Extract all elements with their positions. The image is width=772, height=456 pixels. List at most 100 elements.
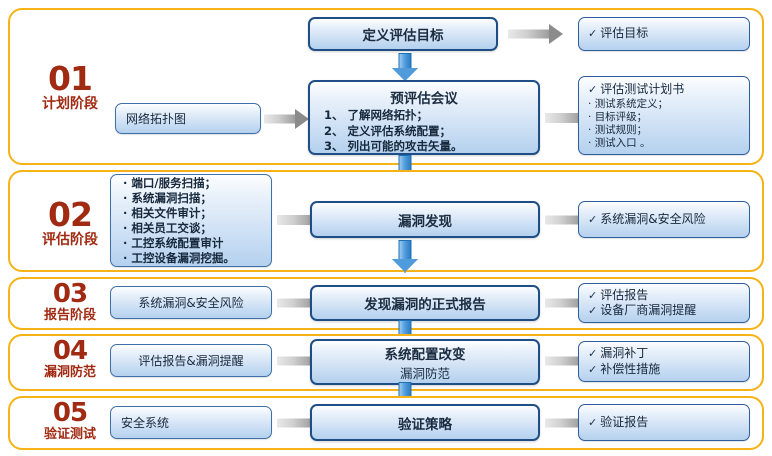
check-icon: ✓	[588, 415, 598, 429]
arrow-stem	[398, 320, 412, 335]
output-check-item: ✓补偿性措施	[588, 362, 660, 378]
process-box-define-goal[interactable]: 定义评估目标	[308, 17, 498, 51]
arrow-tail	[277, 298, 313, 308]
check-icon: ✓	[588, 27, 598, 41]
stage-label-01: 计划阶段	[42, 96, 98, 112]
process-subtitle: 漏洞防范	[399, 365, 450, 381]
process-title: 系统配置改变	[384, 346, 466, 363]
input-list-item: · 端口/服务扫描；	[123, 176, 216, 191]
output-sub-label: 目标评级；	[594, 110, 648, 123]
input-list-item: · 工控系统配置审计	[123, 236, 223, 251]
input-label: 网络拓扑图	[126, 112, 187, 126]
arrow-tail	[545, 113, 581, 123]
output-box-remediation[interactable]: ✓漏洞补丁 ✓补偿性措施	[578, 341, 750, 382]
bullet-icon: ·	[123, 175, 128, 190]
output-check-label: 漏洞补丁	[600, 346, 649, 360]
input-list-item: · 工控设备漏洞挖掘。	[123, 251, 235, 266]
process-box-config-change[interactable]: 系统配置改变 漏洞防范	[310, 339, 540, 385]
input-box-report-and-alert[interactable]: 评估报告&漏洞提醒	[110, 344, 272, 377]
output-box-validation-report[interactable]: ✓验证报告	[578, 404, 750, 441]
bullet-icon: ·	[123, 220, 128, 235]
process-box-pre-assessment-meeting[interactable]: 预评估会议 1、 了解网络拓扑； 2、 定义评估系统配置； 3、 列出可能的攻击…	[308, 80, 540, 155]
output-check-label: 验证报告	[600, 414, 649, 429]
check-icon: ✓	[588, 347, 598, 360]
output-check-item: ✓设备厂商漏洞提醒	[588, 303, 696, 319]
check-icon: ✓	[588, 212, 598, 226]
process-step: 1、 了解网络拓扑；	[324, 108, 429, 122]
input-box-secure-system[interactable]: 安全系统	[110, 406, 272, 439]
process-box-validation-strategy[interactable]: 验证策略	[310, 404, 540, 441]
process-step: 3、 列出可能的攻击矢量。	[324, 139, 463, 153]
output-box-reports[interactable]: ✓评估报告 ✓设备厂商漏洞提醒	[578, 283, 750, 323]
check-icon: ✓	[588, 362, 598, 376]
output-box-assessment-goal[interactable]: ✓评估目标	[578, 17, 750, 51]
bullet-icon: ·	[123, 205, 128, 220]
bullet-icon: ·	[123, 190, 128, 205]
output-sub-item: · 目标评级；	[588, 111, 647, 124]
process-title: 定义评估目标	[362, 28, 444, 44]
input-box-vuln-risk-report[interactable]: 系统漏洞&安全风险	[110, 286, 272, 319]
stage-number-01: 01	[48, 59, 93, 98]
arrow-tip	[392, 68, 418, 81]
process-step-list: 1、 了解网络拓扑； 2、 定义评估系统配置； 3、 列出可能的攻击矢量。	[324, 108, 463, 155]
process-title: 预评估会议	[390, 91, 458, 107]
arrow-right-define-goal	[508, 24, 563, 44]
input-list-label: 工控系统配置审计	[131, 235, 224, 250]
arrow-stem	[398, 382, 412, 397]
bullet-icon: ·	[588, 97, 592, 110]
output-sub-label: 测试入口 。	[594, 136, 651, 149]
stage-label-04: 漏洞防范	[43, 365, 96, 380]
arrow-tail	[545, 215, 581, 225]
stage-number-02: 02	[48, 195, 93, 234]
output-check-item: ✓系统漏洞&安全风险	[588, 212, 706, 228]
stage-label-05: 验证测试	[43, 427, 96, 442]
process-box-vulnerability-discovery[interactable]: 漏洞发现	[310, 201, 540, 238]
input-box-assessment-activities[interactable]: · 端口/服务扫描； · 系统漏洞扫描； · 相关文件审计； · 相关员工交谈；…	[110, 174, 272, 267]
output-check-item: ✓漏洞补丁	[588, 346, 648, 362]
input-list-label: 相关文件审计；	[131, 205, 212, 220]
output-check-item: ✓评估报告	[588, 288, 648, 304]
arrow-tip	[392, 259, 418, 272]
input-list-item: · 相关员工交谈；	[123, 221, 212, 236]
check-icon: ✓	[588, 83, 598, 96]
input-label: 系统漏洞&安全风险	[138, 296, 244, 310]
process-box-formal-report[interactable]: 发现漏洞的正式报告	[310, 285, 540, 321]
stage-id-03: 03 报告阶段	[20, 281, 120, 322]
arrow-right-topology-to-meeting	[264, 109, 309, 129]
arrow-stem	[398, 240, 412, 259]
output-check-item: ✓验证报告	[588, 415, 648, 431]
output-check-label: 系统漏洞&安全风险	[600, 211, 706, 226]
output-check-label: 设备厂商漏洞提醒	[600, 303, 697, 317]
arrow-tail	[545, 418, 581, 428]
arrow-head	[295, 109, 309, 129]
stage-id-01: 01 计划阶段	[20, 62, 120, 111]
input-list-item: · 相关文件审计；	[123, 206, 212, 221]
output-sub-label: 测试规则；	[594, 123, 648, 136]
output-check-item: ✓评估目标	[588, 26, 648, 42]
stage-label-03: 报告阶段	[43, 308, 96, 323]
stage-number-04: 04	[52, 336, 88, 366]
stage-id-02: 02 评估阶段	[20, 198, 120, 247]
stage-id-04: 04 漏洞防范	[20, 338, 120, 379]
stage-number-03: 03	[52, 279, 88, 309]
stage-label-02: 评估阶段	[42, 232, 98, 248]
input-label: 安全系统	[121, 416, 170, 430]
arrow-tail	[508, 29, 550, 39]
bullet-icon: ·	[588, 123, 592, 136]
arrow-stem	[398, 53, 412, 68]
output-sub-item: · 测试入口 。	[588, 137, 651, 150]
output-box-test-plan[interactable]: ✓评估测试计划书 · 测试系统定义； · 目标评级； · 测试规则； · 测试入…	[578, 76, 750, 155]
check-icon: ✓	[588, 288, 598, 302]
input-box-network-topology[interactable]: 网络拓扑图	[115, 103, 261, 134]
input-list-item: · 系统漏洞扫描；	[123, 191, 212, 206]
output-box-system-vuln-risk[interactable]: ✓系统漏洞&安全风险	[578, 201, 750, 238]
input-list-label: 端口/服务扫描；	[131, 175, 217, 190]
arrow-tail	[545, 356, 581, 366]
arrow-tail	[545, 298, 581, 308]
stage-number-05: 05	[52, 398, 88, 428]
output-check-item: ✓评估测试计划书	[588, 82, 684, 98]
process-title: 漏洞发现	[398, 213, 452, 230]
output-check-label: 评估报告	[600, 287, 649, 302]
arrow-tail	[277, 418, 313, 428]
